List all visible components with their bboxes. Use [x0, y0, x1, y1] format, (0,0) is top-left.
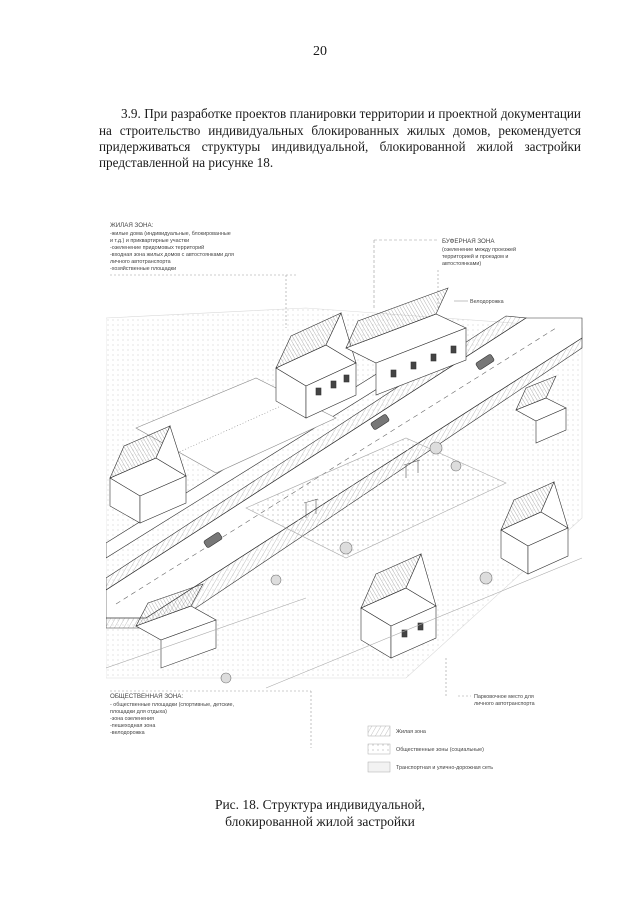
buffer-zone-label: БУФЕРНАЯ ЗОНА (озеленение между проезжей…	[373, 238, 516, 308]
caption-line-1: Рис. 18. Структура индивидуальной,	[214, 797, 426, 812]
buffer-zone-title: БУФЕРНАЯ ЗОНА	[442, 238, 495, 245]
legend-swatch-transport	[367, 761, 391, 773]
public-zone-item: -зона озеленения	[110, 716, 154, 722]
car-icon	[370, 414, 390, 430]
house-icon	[275, 312, 357, 419]
figure-illustration: ЖИЛАЯ ЗОНА: -жилые дома (индивидуальные,…	[106, 222, 583, 773]
figure-18: ЖИЛАЯ ЗОНА: -жилые дома (индивидуальные,…	[106, 218, 584, 788]
buffer-zone-item: (озеленение между проезжей	[442, 246, 516, 253]
legend-swatch-public	[367, 743, 391, 755]
buffer-zone-item: территорией и проездом и	[442, 253, 508, 260]
car-icon	[203, 532, 223, 548]
residential-zone-item: -жилые дома (индивидуальные, блокированн…	[110, 231, 231, 237]
house-icon	[515, 375, 567, 444]
residential-zone-item: и т.д.) и приквартирные участки	[110, 238, 189, 244]
public-zone-item: площадки для отдыха)	[110, 709, 167, 715]
sidewalk-label-text: Велодорожка	[470, 299, 504, 305]
legend-label: Транспортная и улично-дорожная сеть	[396, 765, 493, 771]
house-icon	[500, 481, 569, 575]
page-number: 20	[313, 44, 327, 59]
caption-line-2: блокированной жилой застройки	[225, 814, 415, 829]
public-zone-item: -велодорожка	[110, 730, 145, 736]
residential-zone-title: ЖИЛАЯ ЗОНА:	[110, 222, 154, 229]
residential-zone-item: -входная зона жилых домов с автостоянкам…	[110, 252, 234, 258]
residential-zone-item: -хозяйственные площадки	[110, 265, 176, 272]
legend-label: Жилая зона	[396, 729, 426, 735]
isometric-scene	[106, 287, 583, 689]
residential-zone-item: -озеленение придомовых территорий	[110, 244, 204, 251]
residential-zone-item: личного автотранспорта	[110, 259, 171, 265]
legend-label: Общественные зоны (социальные)	[396, 747, 484, 753]
parking-label: Парковочное место для личного автотрансп…	[445, 658, 535, 707]
buffer-zone-item: автостоянками)	[442, 261, 481, 267]
figure-legend: Жилая зона Общественные зоны (социальные…	[367, 725, 493, 773]
house-icon	[135, 583, 217, 669]
house-icon	[345, 287, 467, 396]
car-icon	[475, 354, 495, 370]
figure-caption: Рис. 18. Структура индивидуальной, блоки…	[0, 796, 640, 830]
body-paragraph: 3.9. При разработке проектов планировки …	[99, 106, 581, 171]
public-zone-item: - общественные площадки (спортивные, дет…	[110, 702, 235, 708]
house-icon	[360, 553, 437, 659]
parking-label-line2: личного автотранспорта	[474, 701, 535, 707]
house-icon	[109, 425, 187, 524]
public-zone-item: -пешеходная зона	[110, 723, 155, 729]
parking-label-line1: Парковочное место для	[474, 694, 534, 700]
sidewalk-label: Велодорожка	[454, 299, 504, 305]
legend-swatch-residential	[367, 725, 391, 737]
public-zone-title: ОБЩЕСТВЕННАЯ ЗОНА:	[110, 693, 183, 700]
public-zone-label: ОБЩЕСТВЕННАЯ ЗОНА: - общественные площад…	[110, 690, 312, 748]
